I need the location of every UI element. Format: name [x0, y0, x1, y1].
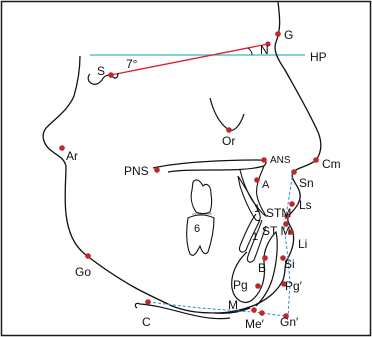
- label-si: Si: [284, 257, 295, 271]
- soft-tissue-dashed-line: [283, 171, 294, 319]
- label-c: C: [142, 315, 151, 329]
- label-n: N: [260, 43, 269, 57]
- lower-incisor-outline: [246, 219, 267, 263]
- landmark-dot-pg: [255, 283, 261, 289]
- palatal-outline: [152, 159, 267, 173]
- landmark-dot-pg-soft: [281, 281, 287, 287]
- landmark-dot-li: [288, 229, 294, 235]
- label-ar: Ar: [66, 149, 78, 163]
- upper-molar-outline: [190, 179, 213, 215]
- label-ls: Ls: [299, 198, 312, 212]
- symphysis-outline: [231, 230, 278, 307]
- label-tooth-6: 6: [194, 223, 200, 235]
- label-me-soft: Me′: [245, 317, 265, 331]
- landmark-dot-a: [254, 177, 260, 183]
- label-gn-soft: Gn′: [280, 315, 299, 329]
- label-cm: Cm: [322, 157, 341, 171]
- label-stm-lower: ST M: [262, 224, 290, 238]
- landmark-dot-m: [251, 307, 257, 313]
- lower-molar-outline: [186, 214, 215, 256]
- landmark-dots: [59, 31, 319, 319]
- landmark-dot-me-soft: [259, 310, 265, 316]
- label-s: S: [97, 64, 105, 78]
- label-pg: Pg: [233, 278, 248, 292]
- label-tooth-1-upper: 1: [254, 203, 260, 215]
- orbit-outline: [209, 97, 245, 131]
- landmark-dot-pns: [154, 167, 160, 173]
- landmark-dot-c: [145, 299, 151, 305]
- landmark-dot-gn-soft: [283, 313, 289, 319]
- lower-incisor-2-outline: [239, 213, 261, 253]
- landmark-dot-sn: [291, 169, 297, 175]
- label-tooth-1-lower: 1: [252, 231, 258, 243]
- landmark-dot-ar: [59, 145, 65, 151]
- sella-nasion-line: [110, 43, 269, 76]
- label-pns: PNS: [124, 164, 149, 178]
- sella-turcica-outline: [87, 72, 119, 85]
- landmark-dot-n: [265, 41, 271, 47]
- label-g: G: [284, 28, 293, 42]
- landmark-dot-g: [275, 31, 281, 37]
- label-stm-upper: STM: [266, 206, 291, 220]
- landmark-dot-ans: [261, 157, 267, 163]
- label-a: A: [262, 179, 270, 191]
- label-ans: ANS: [270, 155, 291, 166]
- label-angle: 7°: [126, 57, 138, 71]
- cranium-mandible-outline: [42, 55, 251, 314]
- label-b: B: [258, 261, 266, 275]
- landmark-dot-s: [108, 72, 114, 78]
- landmark-dot-stm-lower: [283, 221, 289, 227]
- angle-arc: [247, 47, 253, 56]
- label-go: Go: [75, 265, 91, 279]
- landmark-dot-go: [85, 253, 91, 259]
- landmark-dot-ls: [289, 201, 295, 207]
- label-hp: HP: [310, 50, 327, 64]
- maxilla-anterior-outline: [239, 165, 268, 218]
- soft-tissue-profile: [214, 1, 322, 314]
- label-sn: Sn: [299, 176, 314, 190]
- label-li: Li: [298, 237, 307, 251]
- mandibular-dashed-line: [147, 301, 286, 317]
- landmark-dot-b: [262, 255, 268, 261]
- ramus-lower-tail: [134, 302, 231, 320]
- label-m: M: [228, 298, 238, 312]
- label-or: Or: [222, 134, 235, 148]
- landmark-dot-si: [280, 255, 286, 261]
- label-pg-soft: Pg′: [285, 279, 303, 293]
- landmark-dot-stm-upper: [284, 213, 290, 219]
- upper-incisor-outline: [237, 175, 261, 222]
- landmark-dot-cm: [313, 157, 319, 163]
- landmark-dot-or: [226, 127, 232, 133]
